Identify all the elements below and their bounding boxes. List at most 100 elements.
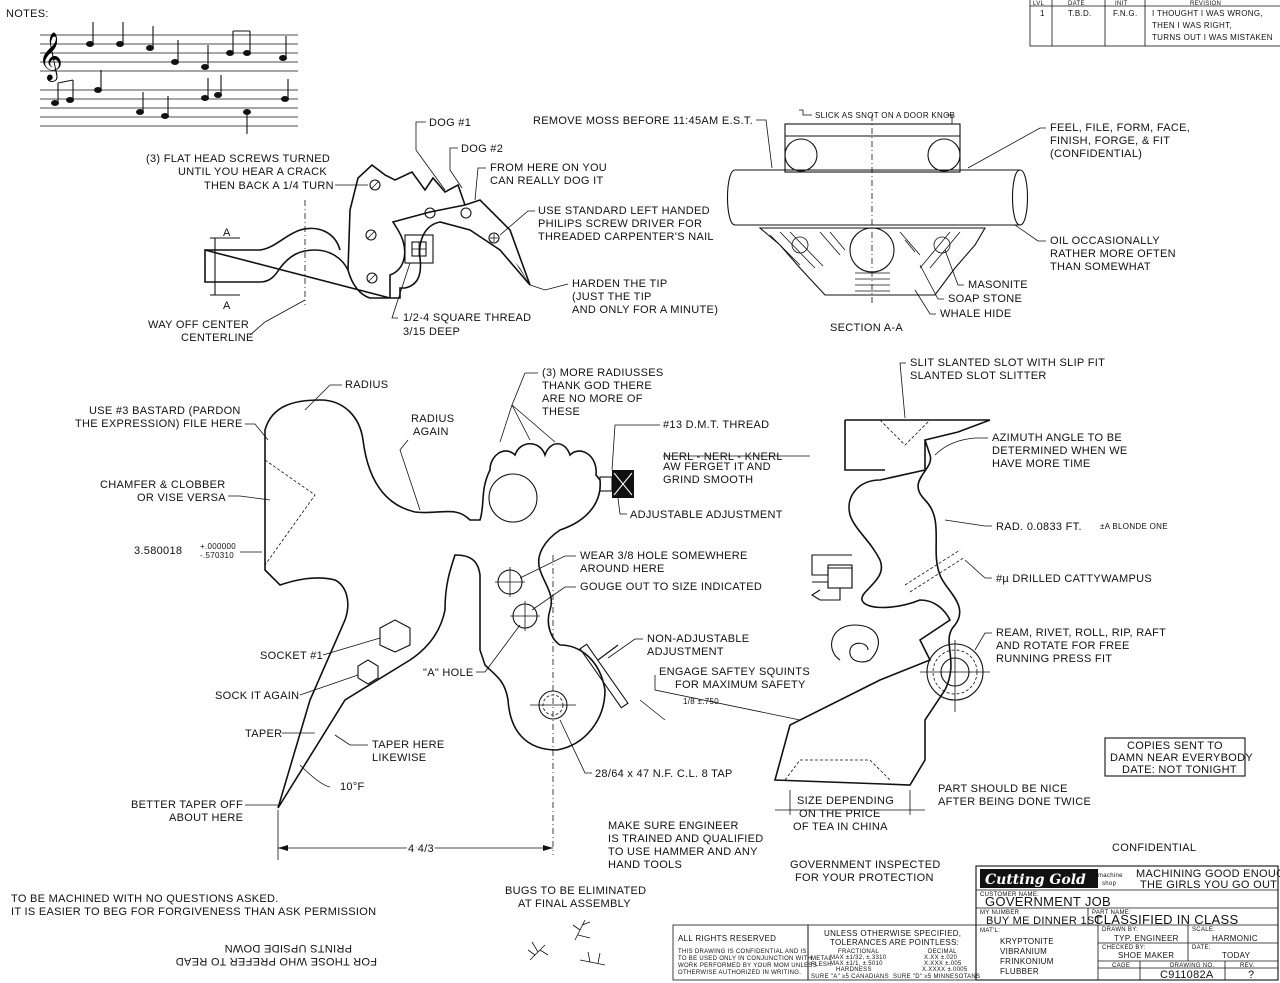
ream-line-3: RUNNING PRESS FIT [996,653,1112,665]
dmt-label: #13 D.M.T. THREAD [663,419,769,431]
soap-label: SOAP STONE [948,293,1022,305]
rev-text-3: TURNS OUT I WAS MISTAKEN [1152,33,1273,42]
radius-label: RADIUS [345,379,388,391]
my-number-value: BUY ME DINNER 1ST [986,915,1102,927]
logo-text: Cutting Gold [985,872,1086,888]
harden-line-3: AND ONLY FOR A MINUTE) [572,304,718,316]
title-block: ALL RIGHTS RESERVED THIS DRAWING IS CONF… [672,865,1280,981]
azimuth-line-3: HAVE MORE TIME [992,458,1091,470]
upside-line-2: PRINTS UPSIDE DOWN [224,942,352,954]
radiusses-line-2: THANK GOD THERE [542,380,652,392]
tol-line-2: TOLERANCES ARE POINTLESS: [830,938,959,947]
rev-text-2: THEN I WAS RIGHT, [1152,21,1232,30]
slogan-line-1: MACHINING GOOD ENOUGH FOR [1136,868,1280,880]
thread-line-2: 3/15 DEEP [403,326,460,338]
nonadj-line-2: ADJUSTMENT [647,646,724,658]
oil-line-3: THAN SOMEWHAT [1050,261,1151,273]
matl-3: FRINKONIUM [1000,957,1054,966]
drilled-label: #µ DRILLED CATTYWAMPUS [996,573,1152,585]
music-staff: 𝄞 [38,22,298,134]
ream-line-1: REAM, RIVET, ROLL, RIP, RAFT [996,627,1166,639]
nice-line-1: PART SHOULD BE NICE [938,783,1068,795]
confid-line-3: WORK PERFORMED BY YOUR MOM UNLESS [678,963,817,969]
nonadj-line-1: NON-ADJUSTABLE [647,633,749,645]
tol-flesh: FLESH [811,962,832,968]
tol-m2: MAX ±1/1, ±.5010 [830,961,883,967]
dog2-label: DOG #2 [461,143,503,155]
dogit-line-2: CAN REALLY DOG IT [490,175,604,187]
tol-d3: X.XXXX ±.0005 [922,967,968,973]
rad-label: RAD. 0.0833 FT. [996,521,1082,533]
tol-d2: X.XXX ±.005 [924,961,962,967]
rev-header-init: INIT [1115,1,1128,7]
dim-value: 3.580018 [134,545,182,557]
engineer-line-2: IS TRAINED AND QUALIFIED [608,833,764,845]
matl-2: VIBRANIUM [1000,947,1047,956]
radiusses-line-1: (3) MORE RADIUSSES [542,367,664,379]
engineer-line-1: MAKE SURE ENGINEER [608,820,739,832]
socket-hex-small-icon [357,659,379,685]
customer-value: GOVERNMENT JOB [985,894,1111,909]
right-annotations: SLIT SLANTED SLOT WITH SLIP FIT SLANTED … [654,357,1253,833]
revision-block: LVL DATE INIT REVISION 1 T.B.D. F.N.G. I… [1029,0,1280,47]
dim-tol-bottom: -.570310 [200,551,234,560]
dim-tol-top: +.000000 [200,542,236,551]
screws-line-2: UNTIL YOU HEAR A CRACK [178,166,327,178]
logo-sub-2: shop [1102,881,1117,887]
dwg-label: DRAWING NO. [1170,963,1214,969]
checked-value: SHOE MAKER [1118,951,1174,960]
big-middle-part [264,399,634,855]
tap-label: 28/64 x 47 N.F. C.L. 8 TAP [595,768,733,780]
center-line-1: WAY OFF CENTER [148,319,249,331]
part-value: CLASSIFIED IN CLASS [1094,912,1238,927]
scale-label: SCALE: [1192,927,1215,933]
copies-line-3: DATE: NOT TONIGHT [1122,764,1237,776]
dwg-value: C911082A [1160,969,1214,981]
squints-line-1: ENGAGE SAFTEY SQUINTS [659,666,810,678]
azimuth-line-2: DETERMINED WHEN WE [992,445,1128,457]
rev-text-1: I THOUGHT I WAS WRONG, [1152,9,1263,18]
tol-d1: X.XX ±.020 [924,955,958,961]
gouge-label: GOUGE OUT TO SIZE INDICATED [580,581,762,593]
tol-sure-2: SURE "D" ≥5 MINNESOTANS [893,974,980,980]
tol-hardness: HARDNESS [836,967,872,973]
better-line-2: ABOUT HERE [169,812,243,824]
center-line-2: CENTERLINE [181,332,254,344]
top-left-annotations: DOG #1 DOG #2 (3) FLAT HEAD SCREWS TURNE… [146,117,718,344]
feel-line-2: FINISH, FORGE, & FIT [1050,135,1170,147]
machined-line-2: IT IS EASIER TO BEG FOR FORGIVENESS THAN… [11,906,376,918]
masonite-label: MASONITE [968,279,1028,291]
harden-line-1: HARDEN THE TIP [572,278,667,290]
part-label: PART NAME: [1092,910,1131,916]
copies-line-2: DAMN NEAR EVERYBODY [1110,752,1253,764]
gov-line-1: GOVERNMENT INSPECTED [790,859,941,871]
right-part [773,419,991,815]
length-dim: 4 4/3 [408,843,434,855]
bugs-line-2: AT FINAL ASSEMBLY [518,898,631,910]
logo-sub-1: machine [1098,873,1123,879]
matl-label: MAT'L: [980,928,1000,934]
section-mark-bottom: A [223,300,231,312]
checked-label: CHECKED BY: [1102,945,1146,951]
tol-fractional: FRACTIONAL [838,949,879,955]
taper-label: TAPER [245,728,282,740]
a-hole-label: "A" HOLE [423,667,474,679]
cage-label: CAGE [1112,963,1130,969]
confidential-label: CONFIDENTIAL [1112,842,1196,854]
confid-line-1: THIS DRAWING IS CONFIDENTIAL AND IS [678,949,807,955]
bugs-line-1: BUGS TO BE ELIMINATED [505,885,646,897]
knerl-line-2: AW FERGET IT AND [663,461,771,473]
chamfer-line-2: OR VISE VERSA [137,492,226,504]
bastard-line-2: THE EXPRESSION) FILE HERE [75,418,243,430]
squints-line-2: FOR MAXIMUM SAFETY [675,679,806,691]
top-left-part: A A [204,163,531,312]
dog1-label: DOG #1 [429,117,471,129]
tol-m1: MAX ±1/32, ±.3310 [830,955,887,961]
oil-line-1: OIL OCCASIONALLY [1050,235,1160,247]
size-line-1: SIZE DEPENDING [797,795,894,807]
engineer-line-3: TO USE HAMMER AND ANY [608,846,758,858]
adjustable-label: ADJUSTABLE ADJUSTMENT [630,509,783,521]
date-label: DATE: [1192,945,1211,951]
size-line-3: OF TEA IN CHINA [793,821,888,833]
